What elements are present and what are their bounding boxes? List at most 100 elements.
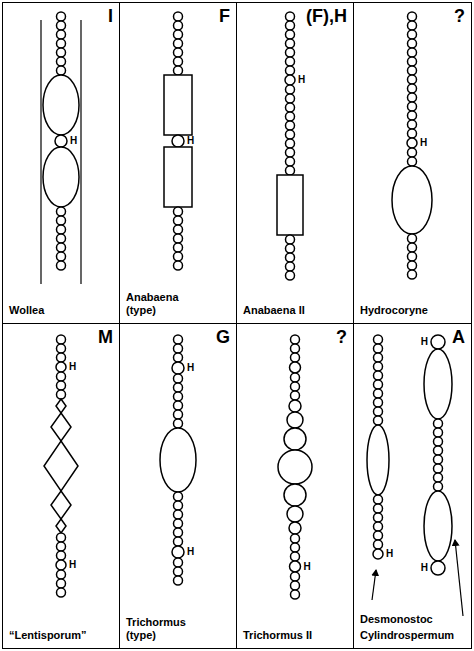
vegetative-cell bbox=[57, 261, 66, 270]
cell bbox=[290, 362, 301, 373]
vegetative-cell bbox=[434, 437, 443, 446]
vegetative-cell bbox=[408, 261, 417, 270]
heterocyst bbox=[172, 135, 184, 147]
vegetative-cell bbox=[174, 12, 183, 21]
vegetative-cell bbox=[374, 398, 383, 407]
vegetative-cell bbox=[291, 534, 300, 543]
vegetative-cell bbox=[291, 382, 300, 391]
cell bbox=[284, 484, 306, 506]
vegetative-cell bbox=[57, 30, 66, 39]
vegetative-cell bbox=[57, 570, 66, 579]
cell bbox=[289, 400, 301, 412]
heterocyst-label: H bbox=[187, 135, 194, 147]
vegetative-cell bbox=[57, 252, 66, 261]
vegetative-cell bbox=[408, 39, 417, 48]
vegetative-cell bbox=[174, 344, 183, 353]
vegetative-cell bbox=[434, 428, 443, 437]
vegetative-cell bbox=[408, 12, 417, 21]
vegetative-cell bbox=[57, 335, 66, 344]
vegetative-cell bbox=[408, 75, 417, 84]
vegetative-cell bbox=[286, 253, 295, 262]
akinete bbox=[164, 147, 192, 207]
vegetative-cell bbox=[57, 390, 66, 399]
heterocyst-label: H bbox=[304, 561, 311, 573]
vegetative-cell bbox=[374, 344, 383, 353]
vegetative-cell bbox=[286, 271, 295, 280]
heterocyst bbox=[56, 362, 66, 372]
vegetative-cell bbox=[374, 531, 383, 540]
vegetative-cell bbox=[408, 30, 417, 39]
vegetative-cell bbox=[174, 57, 183, 66]
vegetative-cell bbox=[374, 371, 383, 380]
vegetative-cell bbox=[286, 39, 295, 48]
vegetative-cell bbox=[286, 166, 295, 175]
genus-panel: IWollea bbox=[2, 2, 120, 324]
vegetative-cell bbox=[57, 39, 66, 48]
heterocyst-label: H bbox=[298, 74, 305, 86]
akinete bbox=[392, 166, 432, 234]
akinete bbox=[44, 441, 78, 491]
vegetative-cell bbox=[408, 48, 417, 57]
vegetative-cell bbox=[374, 416, 383, 425]
vegetative-cell bbox=[434, 419, 443, 428]
akinete bbox=[424, 491, 452, 561]
vegetative-cell bbox=[174, 261, 183, 270]
vegetative-cell bbox=[174, 353, 183, 362]
heterocyst-label: H bbox=[69, 559, 76, 571]
vegetative-cell bbox=[57, 225, 66, 234]
genus-name: Cylindrospermum bbox=[360, 629, 454, 642]
vegetative-cell bbox=[374, 540, 383, 549]
group-letter: I bbox=[108, 6, 113, 26]
genus-panel: G Trichormus (type) bbox=[119, 323, 237, 649]
heterocyst-label: H bbox=[420, 137, 427, 149]
vegetative-cell bbox=[174, 576, 183, 585]
genus-name: Anabaena (type) bbox=[126, 291, 196, 317]
vegetative-cell bbox=[174, 48, 183, 57]
vegetative-cell bbox=[374, 362, 383, 371]
vegetative-cell bbox=[174, 567, 183, 576]
vegetative-cell bbox=[286, 139, 295, 148]
vegetative-cell bbox=[174, 39, 183, 48]
vegetative-cell bbox=[286, 12, 295, 21]
vegetative-cell bbox=[174, 21, 183, 30]
vegetative-cell bbox=[374, 495, 383, 504]
akinete bbox=[424, 349, 452, 419]
vegetative-cell bbox=[174, 252, 183, 261]
vegetative-cell bbox=[286, 66, 295, 75]
group-letter: G bbox=[216, 327, 230, 347]
vegetative-cell bbox=[291, 391, 300, 400]
vegetative-cell bbox=[57, 381, 66, 390]
vegetative-cell bbox=[291, 543, 300, 552]
akinete bbox=[51, 491, 71, 519]
vegetative-cell bbox=[57, 588, 66, 597]
genus-panel: (F),HAnabaena II bbox=[236, 2, 354, 324]
vegetative-cell bbox=[57, 216, 66, 225]
vegetative-cell bbox=[174, 335, 183, 344]
vegetative-cell bbox=[57, 243, 66, 252]
vegetative-cell bbox=[174, 501, 183, 510]
vegetative-cell bbox=[174, 225, 183, 234]
genus-name: Desmonostoc bbox=[360, 613, 433, 626]
genus-name: Anabaena II bbox=[243, 304, 305, 317]
group-letter: M bbox=[98, 327, 113, 347]
vegetative-cell bbox=[408, 93, 417, 102]
leader-arrow bbox=[455, 540, 463, 616]
vegetative-cell bbox=[286, 157, 295, 166]
vegetative-cell bbox=[286, 94, 295, 103]
vegetative-cell bbox=[286, 235, 295, 244]
heterocyst-label: H bbox=[187, 546, 194, 558]
vegetative-cell bbox=[374, 335, 383, 344]
vegetative-cell bbox=[174, 392, 183, 401]
heterocyst bbox=[55, 135, 67, 147]
vegetative-cell bbox=[57, 533, 66, 542]
vegetative-cell bbox=[57, 372, 66, 381]
vegetative-cell bbox=[174, 528, 183, 537]
vegetative-cell bbox=[57, 551, 66, 560]
vegetative-cell bbox=[286, 103, 295, 112]
vegetative-cell bbox=[57, 579, 66, 588]
vegetative-cell bbox=[374, 353, 383, 362]
genus-name: Trichormus (type) bbox=[126, 616, 196, 642]
vegetative-cell bbox=[434, 446, 443, 455]
akinete bbox=[56, 399, 66, 413]
heterocyst bbox=[431, 561, 445, 575]
